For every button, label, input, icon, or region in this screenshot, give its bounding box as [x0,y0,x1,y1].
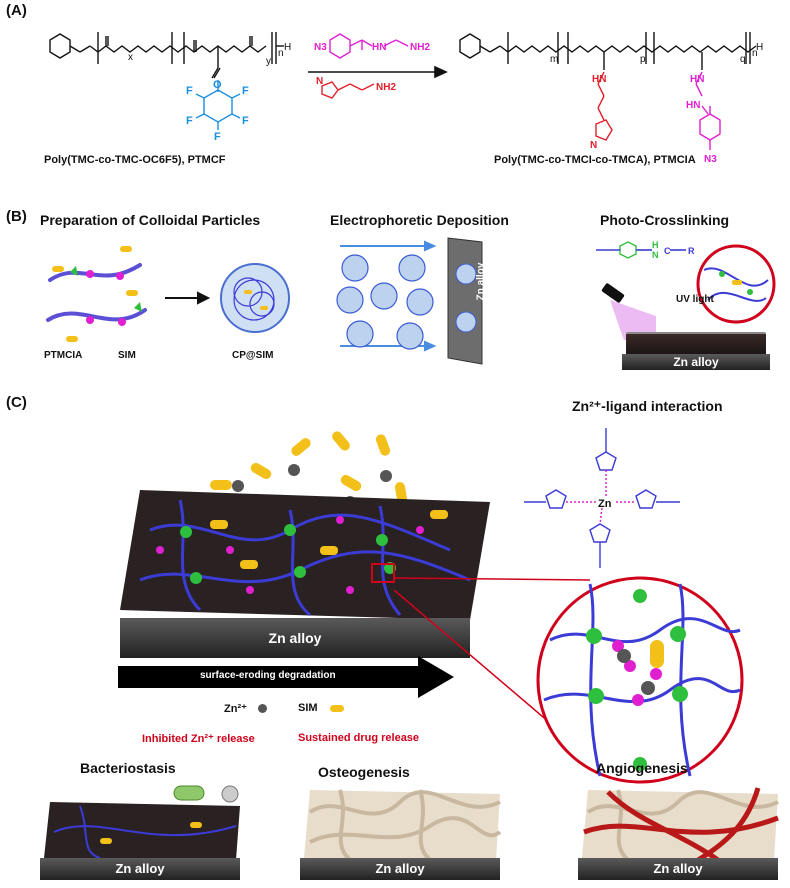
reagent-n3: N3 [314,42,327,53]
legend-sim-b: SIM [118,350,136,361]
main-zn-alloy: Zn alloy [120,618,470,658]
panel-a-label: (A) [6,2,27,19]
osteogenesis-image [304,789,502,862]
main-coating-network [120,490,490,620]
pc-zn-alloy: Zn alloy [622,354,770,370]
pc-coating [626,332,766,356]
zoom-lines [393,577,591,741]
atom-f4: F [242,115,249,127]
reaction-arrow: N3 HN NH2 N NH2 [308,33,448,99]
subscript-y: y [266,56,271,67]
zn-ion-icon [258,704,267,713]
atom-h2: H [756,42,763,53]
colloidal-particle-scheme [46,246,290,342]
atom-f5: F [214,131,221,143]
subscript-n: n [278,48,284,59]
amide-hn-mag: HN [690,74,704,85]
sim-icon [330,705,344,712]
crosslink-r: R [688,246,695,256]
photo-crosslinking-scheme: H N C R [596,240,776,324]
outcome-title-angiogenesis: Angiogenesis [596,760,688,776]
crosslink-n: N [652,250,659,260]
crosslink-c: C [664,246,671,256]
cp-sim-label: CP@SIM [232,350,274,361]
outcome-title-bacteriostasis: Bacteriostasis [80,760,176,776]
inhibited-label: Inhibited Zn²⁺ release [142,733,255,745]
atom-o-ester: O [213,79,222,91]
sustained-label: Sustained drug release [298,732,420,744]
degradation-arrowhead [418,656,454,698]
legend-zn2: Zn²⁺ [224,703,247,715]
title-colloidal: Preparation of Colloidal Particles [40,212,261,228]
crosslink-h: H [652,240,659,250]
subscript-m: m [550,54,558,65]
atom-h: H [284,42,291,53]
zn-alloy-vertical: Zn alloy [475,262,487,301]
reagent-nh2-a: NH2 [410,42,430,53]
reagent-nh2-b: NH2 [376,82,396,93]
legend-ptmcia: PTMCIA [44,350,83,361]
angiogenesis-image [582,787,779,863]
subscript-q: q [740,54,746,65]
zn-center: Zn [598,498,612,510]
reagent-hn: HN [372,42,386,53]
amide-hn-red: HN [592,74,606,85]
degradation-label: surface-eroding degradation [200,670,336,681]
atom-f2: F [242,85,249,97]
ptmcf-label: Poly(TMC-co-TMC-OC6F5), PTMCF [44,154,226,166]
reagent-n-imid: N [316,76,323,87]
subscript-x: x [128,52,133,63]
angiogenesis-zn-alloy: Zn alloy [578,858,778,880]
ptmcia-label: Poly(TMC-co-TMCI-co-TMCA), PTMCIA [494,154,696,166]
ligand-title: Zn²⁺-ligand interaction [572,398,723,414]
ptmcia-structure: m p q n H HN N HN HN N3 [459,32,763,165]
panel-b-label: (B) [6,208,27,225]
osteogenesis-zn-alloy: Zn alloy [300,858,500,880]
atom-f3: F [186,115,193,127]
bacteriostasis-image [44,785,240,860]
subscript-p: p [640,54,646,65]
outcome-title-osteogenesis: Osteogenesis [318,764,410,780]
degradation-arrow [118,666,418,688]
ptmcf-structure: x y n H O F F F F F [49,32,291,143]
uv-light-label: UV light [676,294,714,305]
zn-ligand-diagram: Zn [524,428,680,568]
amide-hn-mag2: HN [686,100,700,111]
title-electrophoretic: Electrophoretic Deposition [330,212,509,228]
bacteriostasis-zn-alloy: Zn alloy [40,858,240,880]
atom-f1: F [186,85,193,97]
zoom-circle [536,576,744,784]
legend-sim-c: SIM [298,702,318,714]
imid-n-red: N [590,140,597,151]
panel-c-label: (C) [6,394,27,411]
electrophoretic-scheme [336,237,483,365]
title-photocrosslinking: Photo-Crosslinking [600,212,730,228]
subscript-n2: n [752,48,758,59]
azide-n3: N3 [704,154,717,165]
